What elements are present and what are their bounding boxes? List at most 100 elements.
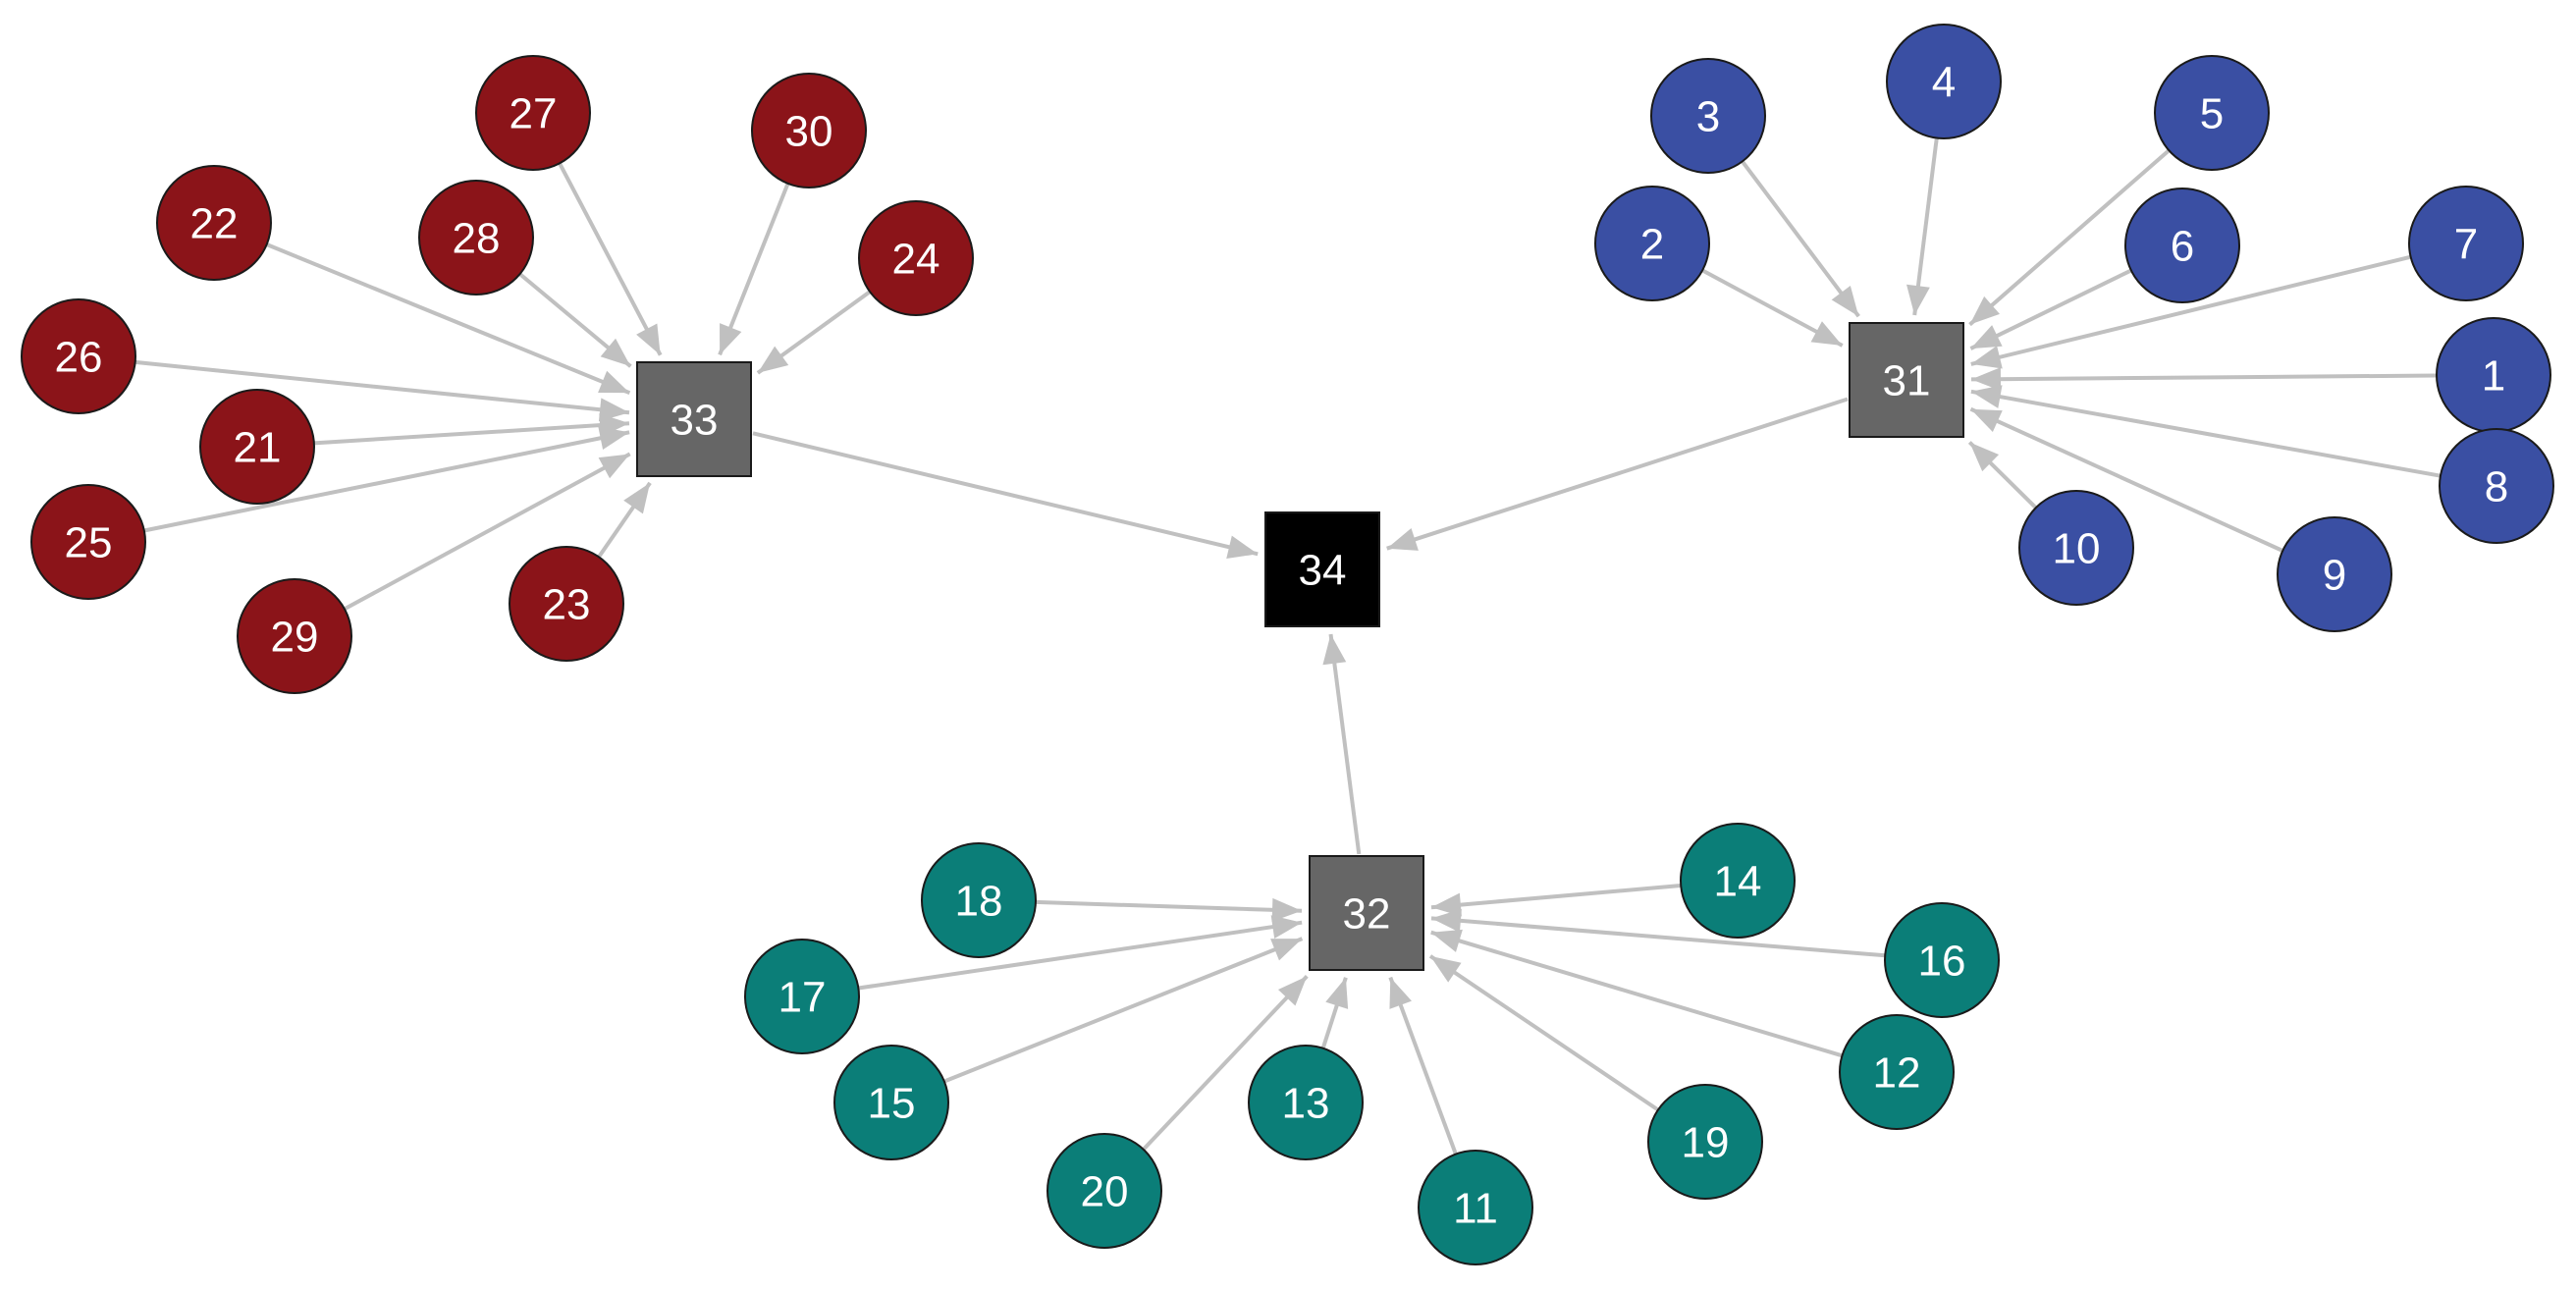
node-31-square [1849, 322, 1964, 438]
node-27-label: 27 [510, 90, 558, 138]
edge-5-to-31 [1968, 148, 2171, 327]
node-3-circle [1650, 58, 1766, 174]
node-8: 8 [2439, 428, 2554, 544]
node-33-square [636, 361, 752, 477]
edge-33-to-34 [752, 431, 1259, 559]
node-7-label: 7 [2454, 221, 2478, 269]
node-6: 6 [2124, 188, 2240, 303]
node-32-square [1309, 855, 1424, 971]
node-17: 17 [744, 939, 860, 1054]
edge-3-to-31 [1741, 160, 1860, 318]
node-12-circle [1839, 1014, 1955, 1130]
node-25-circle [30, 484, 146, 600]
node-30: 30 [751, 73, 867, 188]
node-2-label: 2 [1640, 221, 1664, 269]
edge-7-to-31 [1970, 254, 2412, 369]
node-13-label: 13 [1282, 1080, 1330, 1128]
edge-10-to-31 [1967, 441, 2038, 510]
node-32-label: 32 [1343, 890, 1391, 939]
node-25: 25 [30, 484, 146, 600]
node-34: 34 [1264, 511, 1380, 627]
node-11: 11 [1418, 1150, 1533, 1265]
edge-23-to-33 [597, 481, 652, 559]
node-12: 12 [1839, 1014, 1955, 1130]
node-4-circle [1886, 24, 2002, 139]
edge-19-to-32 [1428, 954, 1660, 1112]
edge-4-to-31 [1906, 137, 1939, 316]
edge-29-to-33 [344, 452, 631, 612]
node-14: 14 [1680, 823, 1796, 939]
node-23-circle [509, 546, 624, 662]
node-30-circle [751, 73, 867, 188]
node-16-label: 16 [1918, 938, 1966, 986]
node-32: 32 [1309, 855, 1424, 971]
edge-28-to-33 [518, 272, 632, 368]
edge-27-to-33 [558, 162, 663, 356]
node-22: 22 [156, 165, 272, 281]
node-11-label: 11 [1453, 1185, 1498, 1233]
node-26-circle [21, 298, 136, 414]
node-29-circle [237, 578, 352, 694]
node-33: 33 [636, 361, 752, 477]
edge-13-to-32 [1320, 977, 1349, 1049]
edge-8-to-31 [1970, 385, 2442, 478]
node-29: 29 [237, 578, 352, 694]
node-13-circle [1248, 1045, 1364, 1160]
node-24-label: 24 [892, 236, 940, 284]
node-10: 10 [2018, 490, 2134, 606]
node-20-label: 20 [1081, 1168, 1129, 1216]
edge-1-to-31 [1970, 367, 2438, 392]
node-12-label: 12 [1873, 1049, 1921, 1098]
node-15: 15 [833, 1045, 949, 1160]
node-9-circle [2277, 516, 2392, 632]
node-28-circle [418, 180, 534, 296]
node-27-circle [475, 55, 591, 171]
edge-20-to-32 [1142, 975, 1309, 1152]
edge-31-to-34 [1386, 397, 1849, 551]
node-31-label: 31 [1883, 357, 1931, 405]
node-22-label: 22 [190, 200, 239, 248]
node-3: 3 [1650, 58, 1766, 174]
edge-17-to-32 [858, 915, 1303, 991]
node-4: 4 [1886, 24, 2002, 139]
node-15-circle [833, 1045, 949, 1160]
node-17-label: 17 [778, 974, 827, 1022]
node-28: 28 [418, 180, 534, 296]
node-10-label: 10 [2053, 525, 2101, 573]
node-9-label: 9 [2323, 552, 2346, 600]
node-5: 5 [2154, 55, 2270, 171]
node-8-circle [2439, 428, 2554, 544]
node-25-label: 25 [65, 519, 113, 567]
edge-26-to-33 [134, 359, 630, 422]
node-29-label: 29 [271, 614, 319, 662]
node-7-circle [2408, 186, 2524, 301]
node-31: 31 [1849, 322, 1964, 438]
node-34-square [1264, 511, 1380, 627]
node-17-circle [744, 939, 860, 1054]
edge-12-to-32 [1430, 929, 1843, 1058]
node-14-label: 14 [1714, 858, 1762, 906]
edge-15-to-32 [943, 937, 1304, 1084]
node-16-circle [1884, 902, 2000, 1018]
node-24-circle [858, 200, 974, 316]
edge-21-to-33 [313, 413, 630, 446]
node-26-label: 26 [55, 334, 103, 382]
edges-layer [134, 137, 2442, 1156]
node-21: 21 [199, 389, 315, 505]
node-6-circle [2124, 188, 2240, 303]
node-1: 1 [2436, 317, 2551, 433]
node-19-label: 19 [1682, 1119, 1730, 1167]
node-3-label: 3 [1696, 93, 1720, 141]
node-20-circle [1046, 1133, 1162, 1249]
node-30-label: 30 [785, 108, 833, 156]
edge-11-to-32 [1388, 976, 1458, 1156]
node-16: 16 [1884, 902, 2000, 1018]
node-2-circle [1594, 186, 1710, 301]
node-19-circle [1647, 1084, 1763, 1200]
node-23: 23 [509, 546, 624, 662]
node-28-label: 28 [453, 215, 501, 263]
node-4-label: 4 [1932, 59, 1956, 107]
node-18-circle [921, 842, 1037, 958]
node-22-circle [156, 165, 272, 281]
